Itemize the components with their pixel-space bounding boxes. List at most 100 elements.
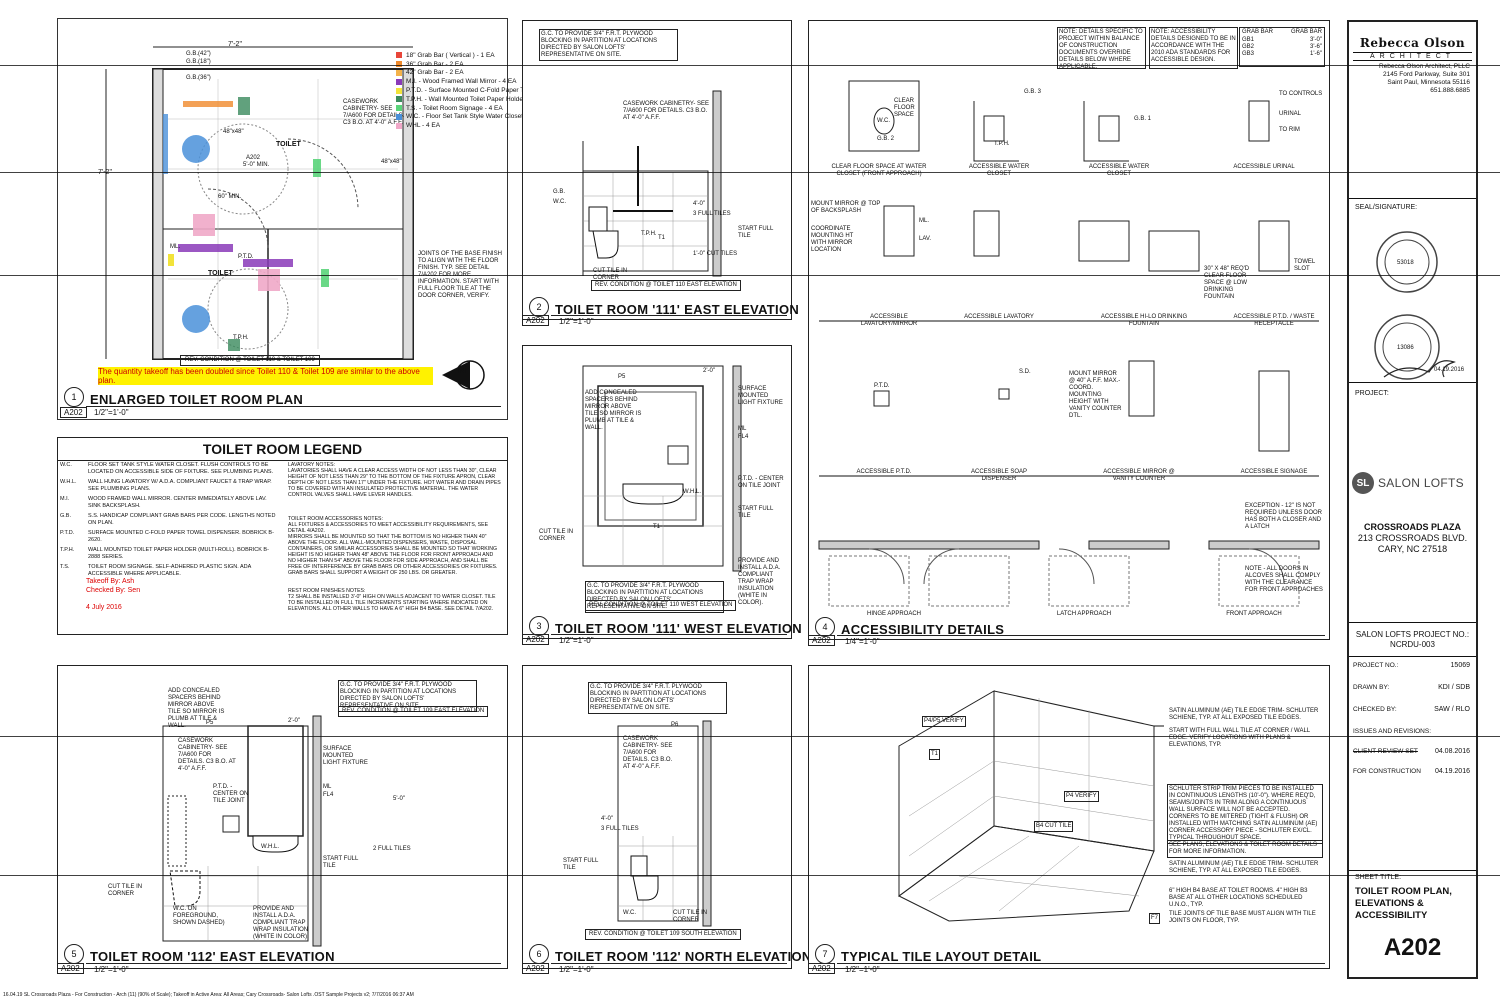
door-note-exception: EXCEPTION - 12" IS NOT REQUIRED UNLESS D… (1245, 503, 1323, 530)
legend-item: 36" Grab Bar - 2 EA (396, 60, 588, 69)
light-note: SURFACE MOUNTED LIGHT FIXTURE (323, 746, 368, 766)
rev-condition: REV. CONDITION @ TOILET 110 & TOILET 109 (180, 355, 320, 366)
legend-item: W.C. - Floor Set Tank Style Water Closet… (396, 113, 588, 122)
casework-note: CASEWORK CABINETRY- SEE 7/A600 FOR DETAI… (623, 101, 710, 121)
panel-title: TOILET ROOM '111' EAST ELEVATION (555, 302, 800, 317)
lbl-fl4: FL4 (738, 434, 749, 440)
legend-item: T.S. - Toilet Room Signage - 4 EA (396, 104, 588, 113)
casework-note: CASEWORK CABINETRY- SEE 7/A600 FOR DETAI… (623, 736, 673, 770)
lbl-tph: T.P.H. (641, 231, 657, 237)
legend-row: T.S.TOILET ROOM SIGNAGE. SELF-ADHERED PL… (60, 564, 252, 577)
lbl-start-tile: START FULL TILE (738, 226, 774, 239)
legend-rows: W.C.FLOOR SET TANK STYLE WATER CLOSET. F… (60, 462, 278, 581)
elevation-drawing (617, 720, 712, 927)
seal-stamps (1374, 231, 1456, 380)
scale-label: 1/2"=1'-0" (559, 317, 594, 326)
lbl: MOUNT MIRROR @ TOP OF BACKSPLASH (811, 201, 881, 214)
light-note: SURFACE MOUNTED LIGHT FIXTURE (738, 386, 783, 406)
dim-5ft: 5'-0" MIN. (243, 162, 270, 168)
elevation-drawing (162, 715, 322, 947)
caption: ACCESSIBLE WATER CLOSET (1088, 164, 1150, 177)
lbl-fl4: FL4 (323, 792, 334, 798)
dim-48x48-b: 48"x48" (381, 159, 402, 165)
tb-row: ISSUES AND REVISIONS: (1353, 728, 1432, 735)
panel-title-block: 4 ACCESSIBILITY DETAILS (815, 617, 1004, 637)
legend-swatch (396, 78, 402, 85)
sheet-ref: A202 (808, 963, 835, 974)
panel-title: ACCESSIBILITY DETAILS (841, 622, 1005, 637)
firm-logo: Rebecca Olson ARCHITECT (1349, 22, 1476, 61)
project-label: PROJECT: (1355, 390, 1389, 397)
tag: B4 CUT TILE (1034, 821, 1074, 832)
lbl-5ft: 5'-0" (393, 796, 405, 802)
elevation-drawing (582, 90, 722, 277)
trap-wrap-note: PROVIDE AND INSTALL A.D.A. COMPLIANT TRA… (738, 558, 781, 606)
lbl: TO CONTROLS (1279, 91, 1323, 97)
ptd-note: P.T.D. - CENTER ON TILE JOINT (738, 476, 784, 489)
cut-tile-note: CUT TILE IN CORNER (539, 529, 574, 542)
panel-number: 1 (64, 387, 84, 407)
spacer-note: ADD CONCEALED SPACERS BEHIND MIRROR ABOV… (168, 688, 225, 729)
lbl-cut-tile: CUT TILE IN CORNER (593, 268, 628, 281)
trim-note-2: SATIN ALUMINUM (AE) TILE EDGE TRIM- SCHL… (1169, 861, 1319, 874)
lbl-full-tiles: 3 FULL TILES (601, 826, 639, 832)
title-block: Rebecca Olson ARCHITECT Rebecca Olson Ar… (1347, 20, 1478, 979)
panel-title-block: 5 TOILET ROOM '112' EAST ELEVATION (64, 944, 335, 964)
takeoff-by: Takeoff By: Ash (86, 578, 135, 585)
wc-note: W.C. ON FOREGROUND, SHOWN DASHED) (173, 906, 225, 926)
acc-note-2: NOTE: ACCESSIBILITY DETAILS DESIGNED TO … (1149, 27, 1238, 69)
signature-date: 04.19.2016 (1434, 367, 1465, 373)
brand-name: SALON LOFTS (1378, 476, 1464, 490)
panel-title: ENLARGED TOILET ROOM PLAN (90, 392, 304, 407)
rev-condition: REV. CONDITION @ TOILET 110 WEST ELEVATI… (585, 600, 737, 611)
scale-label: 1/4"=1'-0" (845, 637, 880, 646)
lbl-a202: A202 (246, 155, 261, 161)
caption: ACCESSIBLE P.T.D. / WASTE RECEPTACLE (1233, 314, 1315, 327)
lbl-gb18: G.B.(18") (186, 59, 211, 65)
sheet-ref: A202 (57, 963, 84, 974)
legend-table: TOILET ROOM LEGEND W.C.FLOOR SET TANK ST… (57, 437, 508, 635)
firm-sub: ARCHITECT (1353, 52, 1472, 61)
gc-note: G.C. TO PROVIDE 3/4" F.R.T. PLYWOOD BLOC… (539, 29, 678, 61)
caption: ACCESSIBLE P.T.D. (856, 469, 912, 475)
north-elevation-112: G.C. TO PROVIDE 3/4" F.R.T. PLYWOOD BLOC… (522, 665, 811, 974)
tb-row: CHECKED BY:SAW / RLO (1353, 706, 1470, 713)
lbl: COORDINATE MOUNTING HT WITH MIRROR LOCAT… (811, 226, 854, 253)
legend-item: WHL - 4 EA (396, 121, 588, 130)
scale-label: 1/2"=1'-0" (559, 636, 594, 645)
takeoff-date: 4 July 2016 (86, 604, 122, 611)
scale-label: 1/2"=1'-0" (559, 965, 594, 974)
takeoff-legend: 18" Grab Bar ( Vertical ) - 1 EA 36" Gra… (396, 51, 588, 130)
tag: P4/P5 VERIFY (922, 716, 966, 727)
sheet-title-label: SHEET TITLE: (1355, 874, 1402, 881)
schluter-note: SCHLUTER STRIP TRIM PIECES TO BE INSTALL… (1167, 784, 1323, 844)
legend-swatch (396, 61, 402, 68)
tag: F7 (1149, 913, 1161, 924)
lbl-ml: ML (323, 784, 332, 790)
lbl-t1: T1 (653, 524, 661, 530)
dim-height: 7'-2" (98, 169, 112, 177)
panel-number: 6 (529, 944, 549, 964)
east-elevation-112: G.C. TO PROVIDE 3/4" F.R.T. PLYWOOD BLOC… (57, 665, 508, 974)
titleblock-rows: PROJECT NO.:15069 DRAWN BY:KDI / SDB CHE… (1349, 662, 1476, 788)
firm-name: Rebecca Olson (1359, 36, 1466, 50)
lbl-2ft: 2'-0" (288, 718, 300, 724)
panel-number: 2 (529, 297, 549, 317)
legend-item: M.I. - Wood Framed Wall Mirror - 4 EA (396, 77, 588, 86)
legend-row: M.I.WOOD FRAMED WALL MIRROR. CENTER IMME… (60, 496, 267, 509)
lbl-ml: ML (738, 426, 747, 432)
tb-row: PROJECT NO.:15069 (1353, 662, 1470, 669)
rev-condition: REV. CONDITION @ TOILET 109 EAST ELEVATI… (338, 706, 489, 717)
panel-number: 4 (815, 617, 835, 637)
lbl-cut-tiles: 1'-0" CUT TILES (693, 251, 738, 257)
salon-project-no: SALON LOFTS PROJECT NO.: NCRDU-003 (1355, 630, 1470, 649)
plan-title-block: 1 ENLARGED TOILET ROOM PLAN (64, 387, 303, 407)
accessibility-drawings (818, 80, 1320, 607)
casework-note: CASEWORK CABINETRY- SEE 7/A600 FOR DETAI… (343, 99, 405, 126)
panel-title: TOILET ROOM '111' WEST ELEVATION (555, 621, 802, 636)
sheet-ref: A202 (60, 407, 87, 418)
lbl-p5: P5 (618, 374, 626, 380)
ptd-note: P.T.D. - CENTER ON TILE JOINT (213, 784, 249, 804)
lbl: G.B. 2 (877, 136, 895, 142)
lbl: W.C. (877, 118, 890, 124)
